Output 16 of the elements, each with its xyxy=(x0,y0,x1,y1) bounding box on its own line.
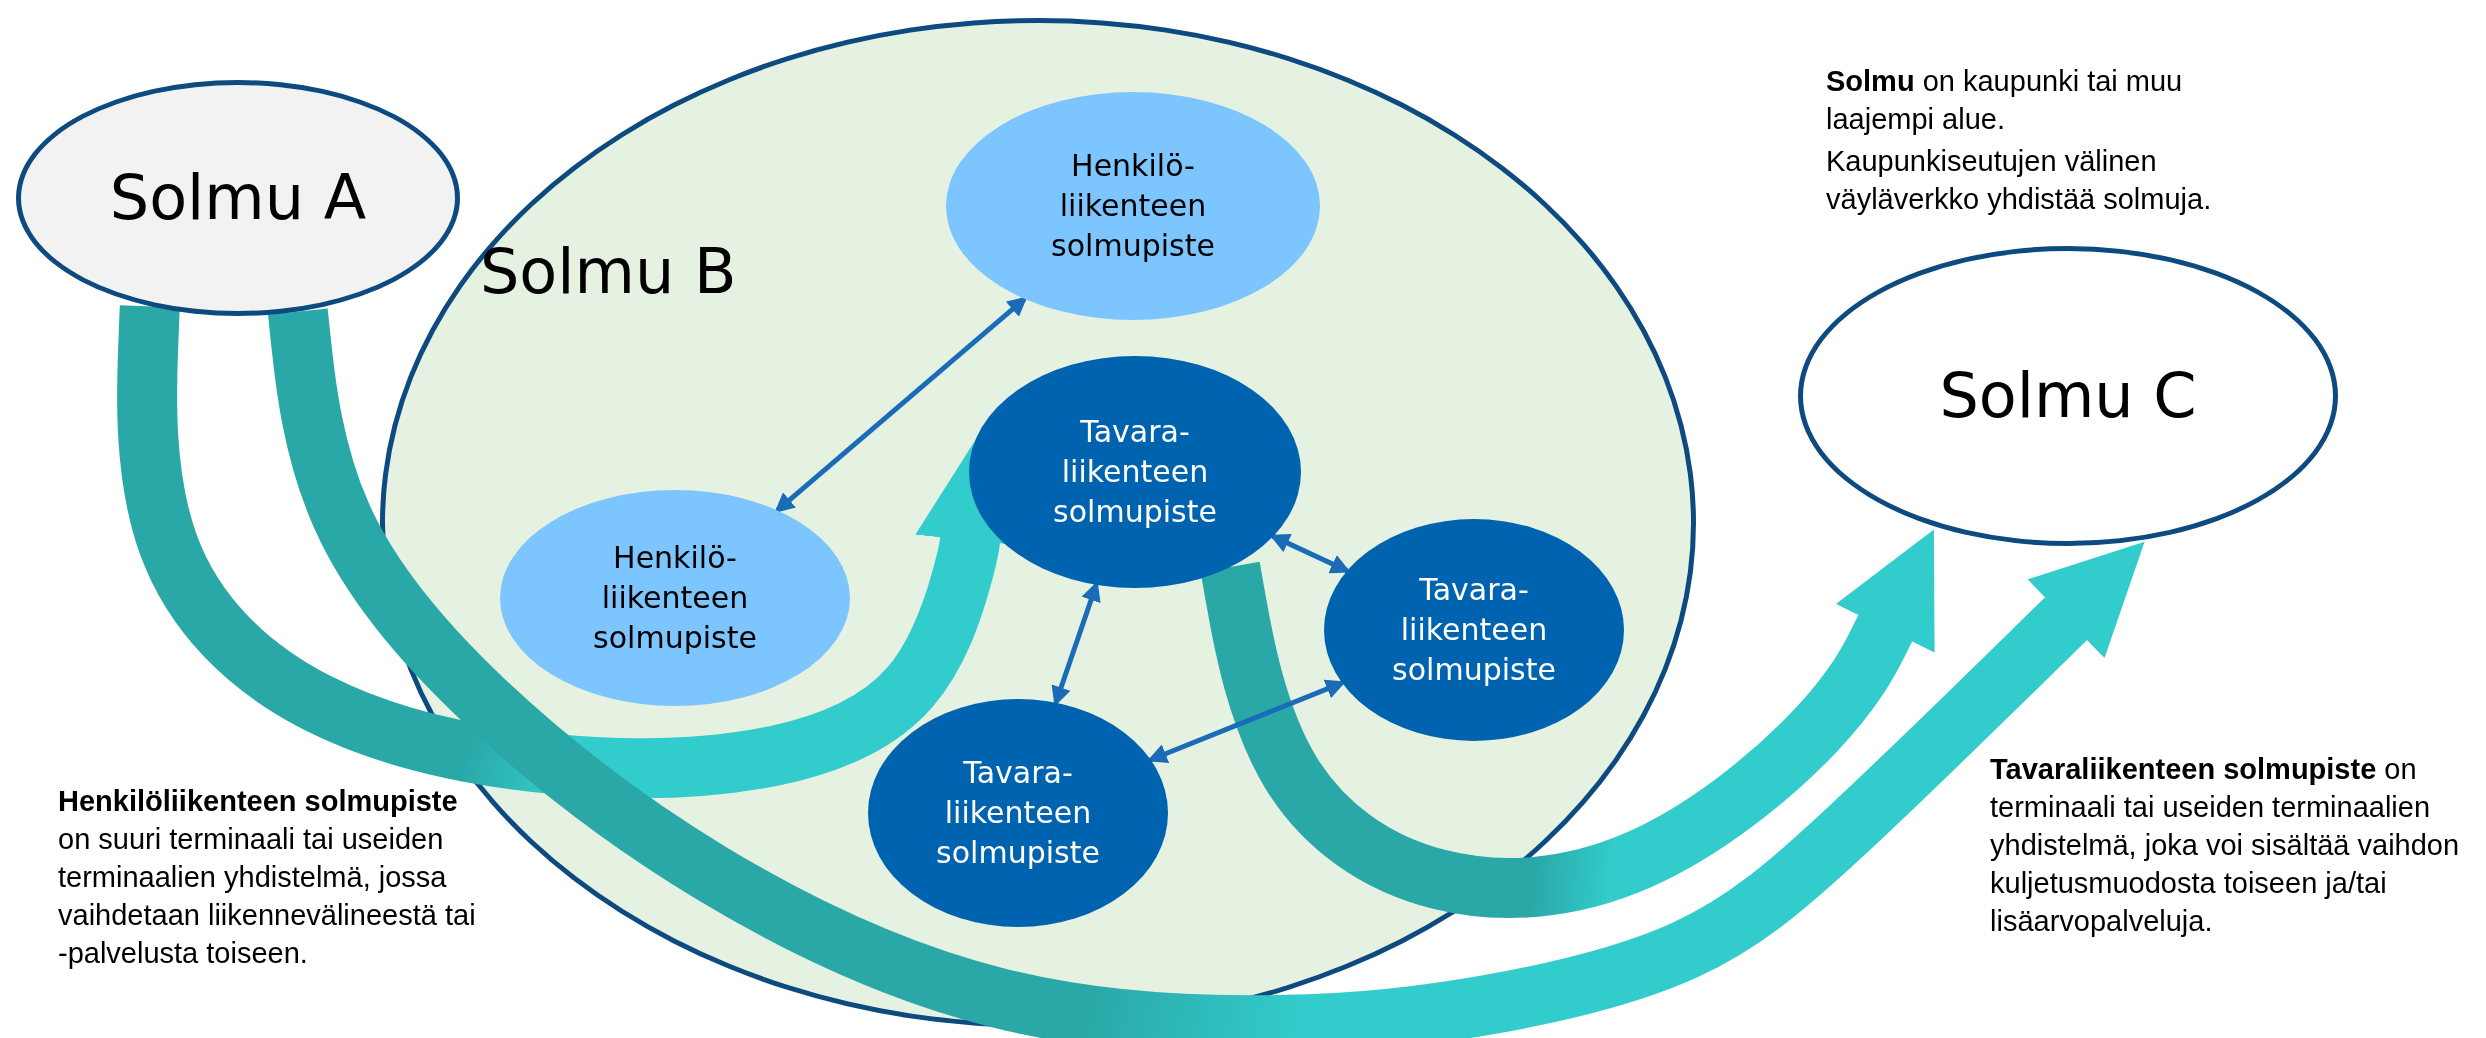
curved-arrow xyxy=(1200,529,1935,918)
description-text: Henkilöliikenteen solmupiste on suuri terminaali tai useiden terminaalien yhdistelmä, jossa vaihdetaan liikennevälineestä tai -palvelusta toiseen. xyxy=(58,784,477,971)
node-label: Solmu A xyxy=(109,160,367,236)
node-label: Solmu C xyxy=(1939,358,2197,434)
node-label: Tavara- liikenteen solmupiste xyxy=(1391,571,1557,689)
node-label: Tavara- liikenteen solmupiste xyxy=(1052,413,1218,531)
description-text: Tavaraliikenteen solmupiste on terminaali tai useiden terminaalien yhdistelmä, joka voi sisältää vaihdon kuljetusmuodosta toiseen ja/tai lisäarvopalveluja. xyxy=(1990,752,2461,939)
node-label: Tavara- liikenteen solmupiste xyxy=(935,754,1101,872)
curved-arrow xyxy=(267,308,2145,1038)
region-heading: Solmu B xyxy=(480,235,737,310)
description-text: Solmu on kaupunki tai muu laajempi alue. xyxy=(1826,64,2184,137)
double-arrow xyxy=(1269,534,1351,574)
node-label: Henkilö- liikenteen solmupiste xyxy=(1050,147,1216,265)
node-label: Henkilö- liikenteen solmupiste xyxy=(592,539,758,657)
description-text: Kaupunkiseutujen välinen väyläverkko yhdistää solmuja. xyxy=(1826,144,2213,217)
double-arrow xyxy=(774,296,1028,513)
